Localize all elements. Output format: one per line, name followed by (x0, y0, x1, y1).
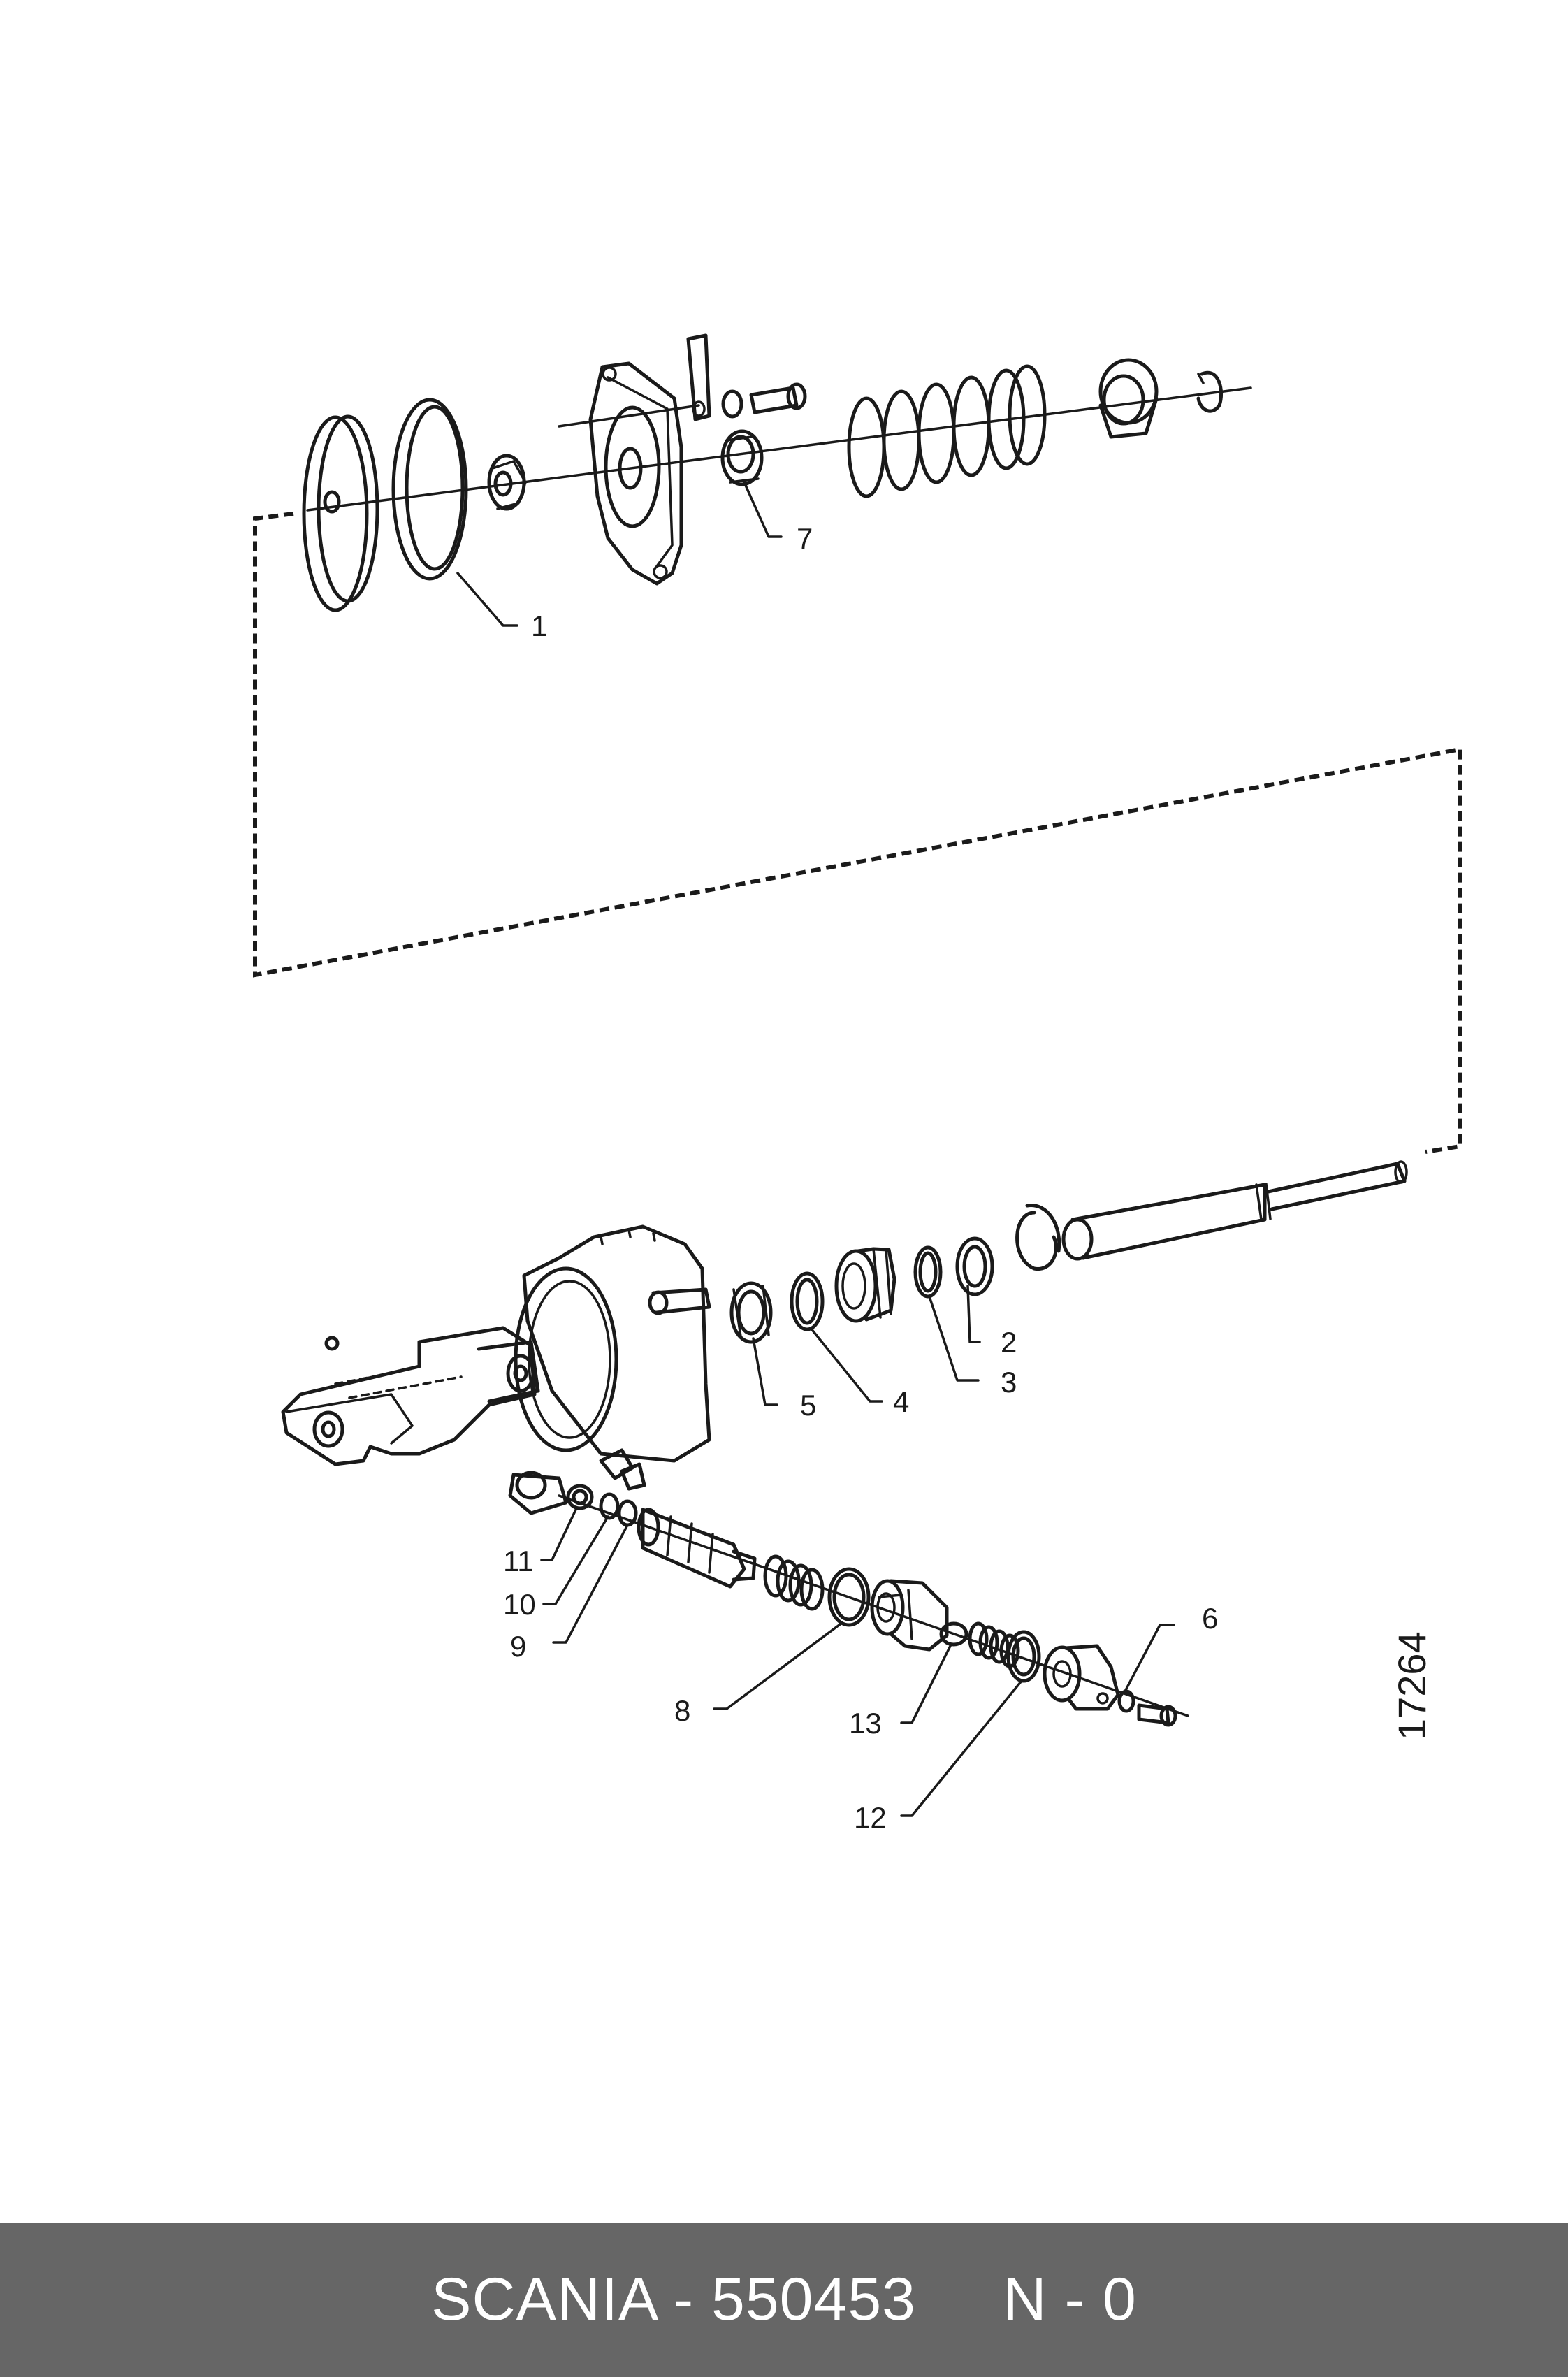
washer-6 (1117, 1689, 1135, 1713)
exploded-parts-diagram: 1 2 3 4 5 6 7 8 9 10 11 12 13 17264 (253, 333, 1462, 1834)
callout-10: 10 (503, 1588, 536, 1621)
valve-insert (870, 1579, 949, 1652)
bolt-lower (1137, 1703, 1177, 1727)
callout-11: 11 (503, 1545, 534, 1577)
guide-sleeve (834, 1247, 896, 1323)
callout-13: 13 (849, 1707, 882, 1740)
o-ring-12 (1006, 1630, 1041, 1683)
upper-assembly (302, 333, 1252, 612)
part-number-label: SCANIA - 550453 N - 0 (431, 2266, 1137, 2333)
lock-plate (686, 333, 711, 421)
seal-11 (566, 1484, 594, 1510)
piston-shaft (1061, 1160, 1408, 1261)
valve-housing (281, 1224, 711, 1515)
leader-lines (456, 481, 1175, 1817)
small-nut (721, 389, 743, 419)
shaft-assembly (729, 1160, 1408, 1344)
hex-nut (487, 454, 527, 511)
footer-bar: SCANIA - 550453 N - 0 (0, 2223, 1568, 2377)
callout-6: 6 (1202, 1602, 1218, 1635)
callout-12: 12 (854, 1801, 887, 1834)
drawing-number: 17264 (1390, 1631, 1434, 1740)
callout-9: 9 (510, 1630, 526, 1663)
callout-1: 1 (531, 609, 547, 642)
sealing-ring-1 (391, 398, 468, 581)
callout-7: 7 (797, 522, 813, 555)
seal-5 (729, 1281, 773, 1344)
valve-plunger (637, 1508, 757, 1589)
coil-spring-upper (847, 364, 1047, 498)
diaphragm-disc (302, 414, 379, 612)
spring-cup (1098, 358, 1159, 439)
circlip-2 (1015, 1204, 1061, 1271)
dashed-connector (253, 512, 1462, 1154)
o-ring-3 (913, 1245, 943, 1299)
end-cap (1043, 1644, 1120, 1711)
callout-5: 5 (800, 1389, 816, 1422)
lower-valve-parts (558, 1484, 1189, 1727)
bolt-upper (749, 382, 807, 414)
washer-2 (955, 1236, 994, 1296)
bushing-7 (720, 429, 764, 486)
callout-labels: 1 2 3 4 5 6 7 8 9 10 11 12 13 17264 (503, 522, 1434, 1834)
o-ring-10 (599, 1492, 620, 1520)
o-ring-4 (790, 1271, 825, 1331)
callout-2: 2 (1001, 1326, 1017, 1359)
cover-flange (558, 361, 700, 586)
o-ring-9 (617, 1499, 638, 1527)
callout-4: 4 (893, 1385, 909, 1418)
o-ring-8 (827, 1567, 871, 1627)
valve-spring (763, 1554, 825, 1611)
ball-13 (939, 1621, 968, 1647)
callout-8: 8 (674, 1694, 690, 1727)
callout-3: 3 (1001, 1366, 1017, 1399)
circlip-upper (1196, 370, 1223, 413)
